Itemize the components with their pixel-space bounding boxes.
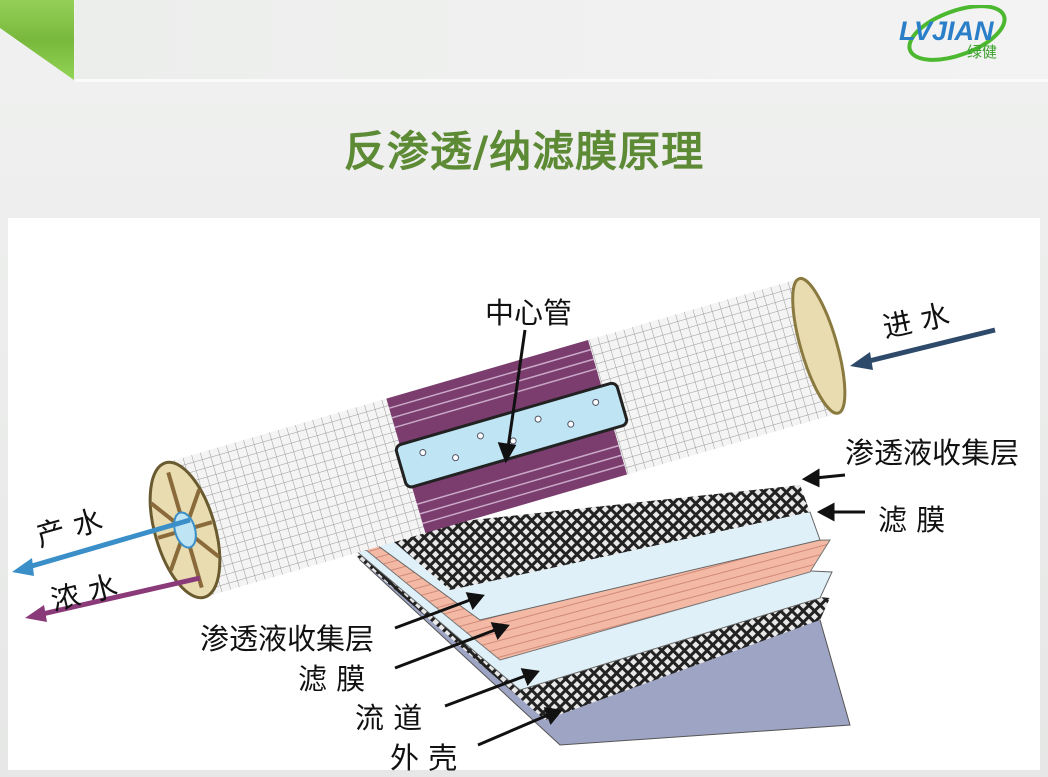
- concentrate-arrow: [25, 575, 201, 622]
- outer-mesh-left: [165, 398, 426, 598]
- pointer-arrows: [394, 329, 865, 747]
- logo-text: LVJIAN: [899, 16, 994, 46]
- label-permeate-layer-right: 渗透液收集层: [845, 436, 1020, 470]
- flow-channel-layer-upper: [380, 485, 810, 590]
- membrane-element: [148, 276, 847, 600]
- outer-mesh-right: [587, 278, 839, 475]
- header-band: [75, 0, 1048, 80]
- center-tube: [394, 381, 629, 489]
- feed-water-arrow: [850, 327, 996, 370]
- label-shell: 外 壳: [390, 741, 458, 775]
- end-cap-right: [791, 276, 847, 415]
- page-title: 反渗透/纳滤膜原理: [343, 127, 705, 176]
- lvjian-logo: LVJIAN 绿健: [895, 4, 1025, 69]
- product-water-arrow: [12, 517, 191, 576]
- logo-cn-text: 绿健: [967, 43, 997, 61]
- header-divider: [75, 79, 1048, 82]
- label-center-tube: 中心管: [485, 296, 573, 330]
- label-membrane-left: 滤 膜: [298, 662, 366, 696]
- label-membrane-right: 滤 膜: [878, 503, 946, 537]
- label-flow-channel: 流 道: [355, 701, 423, 735]
- green-ribbon-decoration: [0, 0, 74, 80]
- label-permeate-layer-left: 渗透液收集层: [200, 622, 375, 656]
